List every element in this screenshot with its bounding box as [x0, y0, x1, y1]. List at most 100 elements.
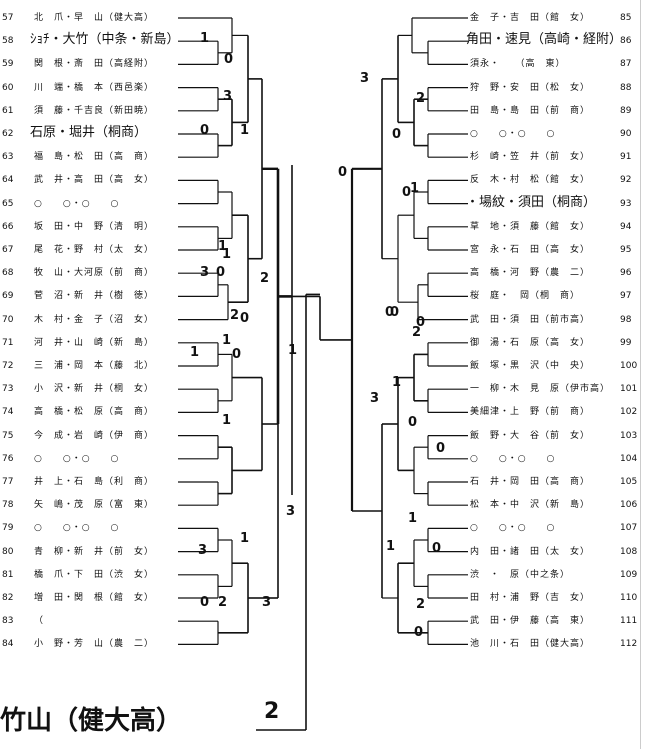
entry-number: 64: [2, 175, 14, 186]
score-mark: 0: [432, 541, 442, 556]
entry-number: 93: [620, 198, 632, 209]
score-mark: 3: [223, 89, 233, 104]
score-mark: 0: [232, 347, 242, 362]
entry-name: 御 湯・石 原（高 女）: [470, 337, 591, 348]
entry-number: 111: [620, 616, 638, 627]
score-mark: 1: [386, 539, 396, 554]
entry-name: ○ ○・○ ○: [470, 523, 556, 534]
entry-name: 河 井・山 崎（新 島）: [34, 337, 155, 348]
score-mark: 1: [288, 343, 298, 358]
entry-name: 福 島・松 田（高 商）: [34, 152, 155, 163]
entry-number: 92: [620, 175, 632, 186]
entry-number: 89: [620, 105, 632, 116]
entry-name: 反 木・村 松（館 女）: [470, 175, 591, 186]
entry-name: ○ ○・○ ○: [34, 198, 120, 209]
entry-number: 91: [620, 152, 632, 163]
entry-number: 79: [2, 523, 14, 534]
score-mark: 0: [392, 127, 402, 142]
entry-name: ○ ○・○ ○: [470, 129, 556, 139]
entry-number: 104: [620, 453, 638, 464]
entry-name: 北 爪・早 山（健大高）: [34, 13, 155, 23]
entry-number: 68: [2, 268, 14, 279]
entry-name: 木 村・金 子（沼 女）: [34, 314, 155, 325]
entry-number: 102: [620, 407, 638, 418]
entry-name: 高 橋・松 原（高 商）: [34, 407, 155, 418]
entry-number: 90: [620, 129, 632, 139]
entry-number: 57: [2, 13, 14, 23]
entry-name: （: [34, 616, 45, 627]
entry-name: 関 根・斎 田（高経附）: [34, 59, 155, 70]
entry-name: 桜 庭・ 岡（桐 商）: [470, 291, 581, 302]
score-mark: 1: [222, 247, 232, 262]
entry-name: 一 柳・木 見 原（伊市高）: [470, 384, 611, 395]
entry-number: 81: [2, 569, 14, 580]
entry-number: 97: [620, 291, 632, 302]
entry-name: ○ ○・○ ○: [34, 453, 120, 464]
score-mark: 0: [240, 311, 250, 326]
score-mark: 0: [338, 165, 348, 180]
entry-name: 田 村・浦 野（吉 女）: [470, 593, 591, 603]
entry-name: 宮 永・石 田（高 女）: [470, 245, 591, 255]
entry-name: 須永・ （高 東）: [470, 59, 566, 70]
entry-number: 74: [2, 407, 14, 418]
entry-name: 田 島・島 田（前 商）: [470, 105, 591, 116]
entry-name: 杉 崎・笠 井（前 女）: [470, 152, 591, 163]
score-mark: 3: [262, 595, 272, 610]
entry-name: ○ ○・○ ○: [34, 523, 120, 534]
entry-name: 内 田・諸 田（太 女）: [470, 546, 591, 557]
entry-number: 99: [620, 337, 632, 348]
entry-number: 71: [2, 337, 14, 348]
entry-number: 100: [620, 361, 638, 371]
entry-name: 武 井・高 田（高 女）: [34, 175, 155, 186]
entry-number: 83: [2, 616, 14, 627]
entry-number: 60: [2, 82, 14, 93]
entry-number: 82: [2, 593, 14, 603]
entry-name: 三 浦・岡 本（藤 北）: [34, 361, 155, 371]
entry-number: 110: [620, 593, 638, 603]
entry-name: 今 成・岩 崎（伊 商）: [34, 430, 155, 441]
entry-name: 青 柳・新 井（前 女）: [34, 546, 155, 557]
score-mark: 3: [286, 504, 296, 519]
entry-name: 尾 花・野 村（太 女）: [34, 245, 155, 255]
score-mark: 1: [222, 413, 232, 428]
entry-name: 飯 塚・黒 沢（中 央）: [470, 361, 591, 371]
score-mark: 1: [218, 239, 228, 254]
entry-number: 105: [620, 477, 638, 487]
entry-number: 62: [2, 129, 14, 139]
entry-name: ○ ○・○ ○: [470, 453, 556, 464]
score-mark: 0: [402, 185, 412, 200]
entry-number: 77: [2, 477, 14, 487]
entry-name: 高 橋・河 野（農 二）: [470, 268, 591, 279]
entry-number: 108: [620, 546, 638, 557]
handwritten-entry: 石原・堀井（桐商）: [30, 125, 148, 140]
entry-number: 95: [620, 245, 632, 255]
entry-name: 金 子・吉 田（館 女）: [470, 13, 591, 23]
entry-name: 飯 野・大 谷（前 女）: [470, 430, 591, 441]
score-mark: 1: [392, 375, 402, 390]
entry-number: 63: [2, 152, 14, 163]
entry-number: 65: [2, 198, 14, 209]
entry-number: 106: [620, 500, 638, 511]
handwritten-entry: 角田・速見（高崎・経附）: [466, 32, 623, 48]
entry-name: 小 沢・新 井（桐 女）: [34, 384, 155, 395]
score-mark: 2: [416, 597, 426, 612]
entry-name: 井 上・石 島（利 商）: [34, 477, 155, 487]
entry-name: 須 藤・千吉良（新田暁）: [34, 105, 155, 116]
entry-number: 61: [2, 105, 14, 116]
entry-name: 小 野・芳 山（農 二）: [34, 639, 155, 650]
entry-number: 75: [2, 430, 14, 441]
entry-number: 76: [2, 453, 14, 464]
score-mark: 0: [200, 595, 210, 610]
score-mark: 1: [190, 345, 200, 360]
entry-name: 菅 沼・新 井（樹 徳）: [34, 291, 155, 302]
entry-number: 84: [2, 639, 14, 650]
entry-number: 73: [2, 384, 14, 395]
score-mark: 2: [416, 91, 426, 106]
score-mark: 1: [240, 123, 250, 138]
score-mark: 2: [230, 308, 240, 323]
score-mark: 0: [416, 315, 426, 330]
score-mark: 0: [390, 305, 400, 320]
score-mark: 0: [414, 625, 424, 640]
